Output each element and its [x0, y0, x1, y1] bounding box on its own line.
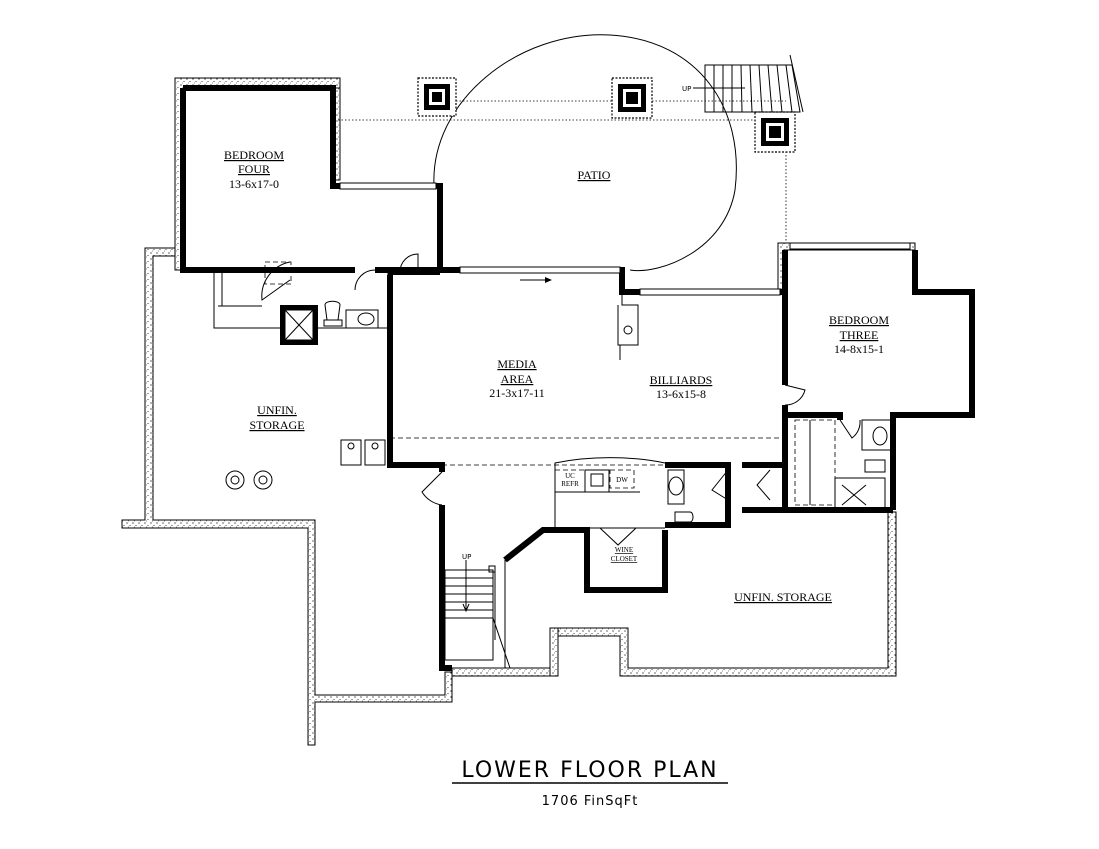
room-name: BEDROOM	[224, 148, 284, 162]
room-patio: PATIO	[578, 168, 611, 182]
room-billiards: BILLIARDS 13-6x15-8	[650, 373, 713, 401]
room-media-area: MEDIA AREA 21-3x17-11	[489, 357, 545, 400]
plan-area: 1706 FinSqFt	[542, 794, 639, 809]
room-name: THREE	[840, 328, 879, 342]
room-name: BILLIARDS	[650, 373, 713, 387]
uc-refr-label: REFR	[561, 480, 579, 488]
main-stair-up-label: UP	[462, 553, 471, 561]
room-name: STORAGE	[249, 418, 304, 432]
dishwasher-label: DW	[616, 476, 628, 484]
room-bedroom-four: BEDROOM FOUR 13-6x17-0	[224, 148, 284, 191]
room-size: 13-6x17-0	[229, 177, 279, 191]
patio-stairs: UP	[682, 54, 804, 113]
patio-column	[611, 77, 653, 119]
dashed-guides	[264, 261, 785, 528]
room-name: FOUR	[238, 162, 270, 176]
stair-up-label: UP	[682, 85, 691, 93]
room-name: WINE	[615, 546, 633, 554]
kitchenette-labels: UC REFR DW	[561, 472, 628, 488]
title-block: LOWER FLOOR PLAN 1706 FinSqFt	[452, 758, 728, 809]
patio-column	[417, 77, 457, 117]
plan-title: LOWER FLOOR PLAN	[461, 758, 718, 783]
room-size: 21-3x17-11	[489, 386, 545, 400]
room-name: MEDIA	[497, 357, 537, 371]
room-unfin-storage-right: UNFIN. STORAGE	[734, 590, 832, 604]
room-name: PATIO	[578, 168, 611, 182]
room-unfin-storage-left: UNFIN. STORAGE	[249, 403, 304, 432]
room-name: UNFIN.	[257, 403, 297, 417]
uc-refr-label: UC	[565, 472, 575, 480]
main-stairs: UP	[444, 553, 511, 669]
room-size: 13-6x15-8	[656, 387, 706, 401]
fixtures	[218, 272, 893, 523]
room-bedroom-three: BEDROOM THREE 14-8x15-1	[829, 313, 889, 356]
patio-column	[754, 111, 796, 153]
door-swings	[261, 253, 861, 546]
patio-area	[338, 34, 787, 272]
room-wine-closet: WINE CLOSET	[611, 546, 638, 563]
room-size: 14-8x15-1	[834, 342, 884, 356]
windows	[339, 182, 911, 296]
room-name: CLOSET	[611, 555, 638, 563]
room-name: AREA	[501, 372, 534, 386]
room-name: BEDROOM	[829, 313, 889, 327]
room-name: UNFIN. STORAGE	[734, 590, 832, 604]
